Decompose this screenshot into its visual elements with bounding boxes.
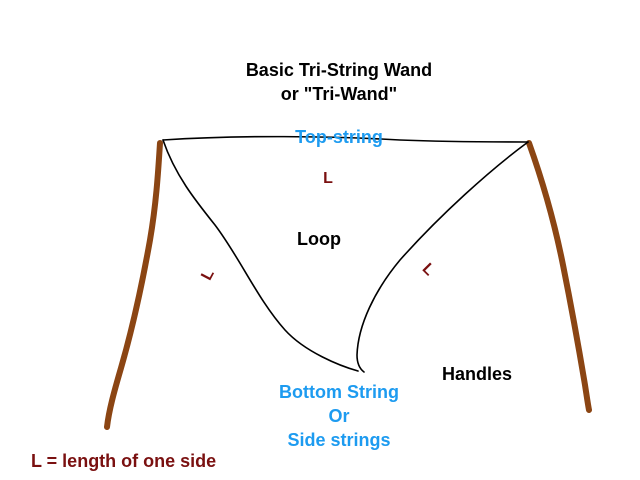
side-strings-label: Side strings [287, 430, 390, 450]
length-legend: L = length of one side [31, 451, 216, 471]
top-length-marker: L [323, 170, 333, 187]
right-side-string [356, 141, 529, 373]
title-line-2: or "Tri-Wand" [281, 84, 397, 104]
handles-label: Handles [442, 364, 512, 384]
right-length-marker: L [419, 260, 438, 279]
bottom-string-label: Bottom String [279, 382, 399, 402]
top-string-label: Top-string [295, 127, 383, 147]
left-handle [104, 140, 163, 430]
title-line-1: Basic Tri-String Wand [246, 60, 432, 80]
right-handle [526, 140, 592, 413]
loop-label: Loop [297, 229, 341, 249]
bottom-string-or-label: Or [328, 406, 349, 426]
top-string [162, 135, 529, 143]
left-side-string [162, 139, 359, 372]
left-length-marker: L [198, 266, 218, 283]
